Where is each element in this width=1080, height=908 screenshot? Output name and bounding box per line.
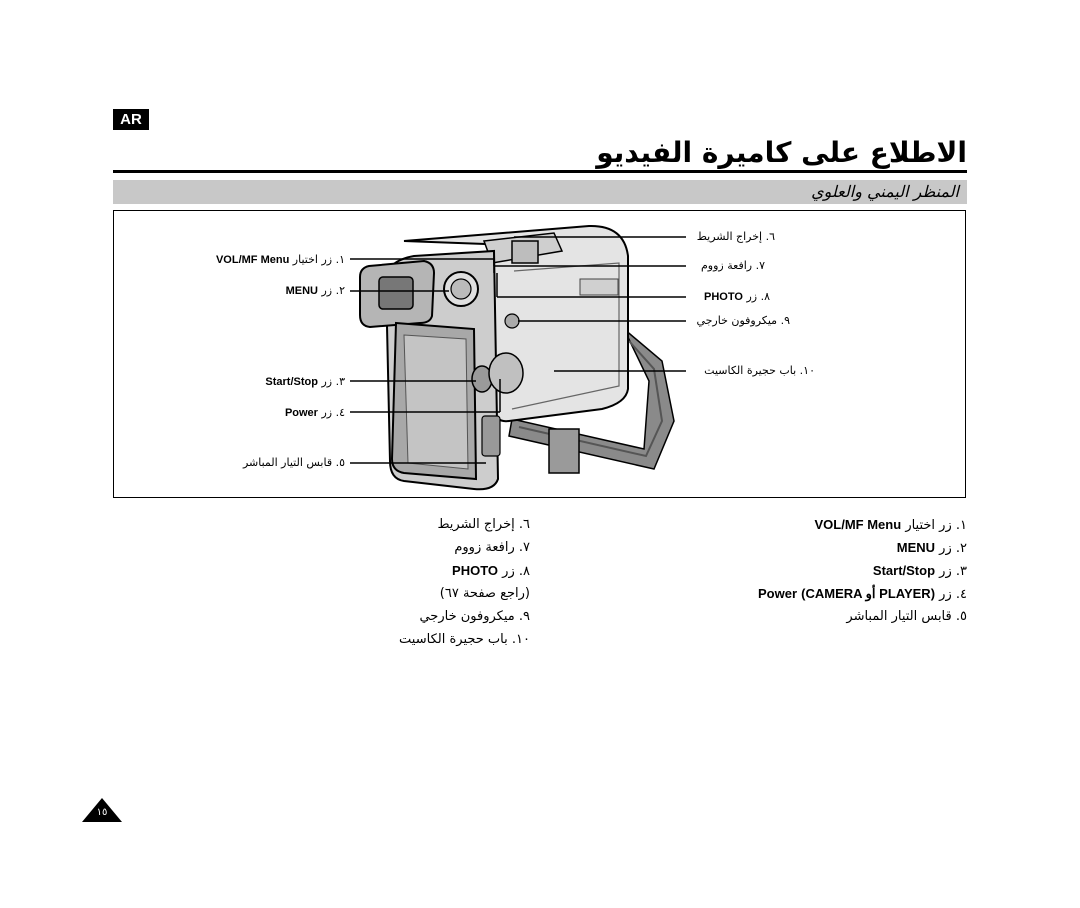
list-item: ٢. زر MENU <box>896 540 967 556</box>
page-number-triangle <box>82 798 122 822</box>
list-item: ٣. زر Start/Stop <box>872 563 967 579</box>
label-number: ١٠. <box>799 364 815 377</box>
label-english: Power <box>284 407 318 419</box>
label-text: قابس التيار المباشر <box>242 456 333 469</box>
title-rule <box>113 170 967 173</box>
figure-label-4: ٤. زر Power <box>285 406 345 419</box>
section-title: المنظر اليمني والعلوي <box>811 182 959 201</box>
list-item: ٨. زر PHOTO <box>452 563 530 579</box>
list-item: ٤. زر Power (CAMERA أو PLAYER) <box>757 586 967 602</box>
label-number: ٢. <box>335 284 345 297</box>
label-english: MENU <box>285 285 318 297</box>
list-item: ٧. رافعة زووم <box>454 540 530 555</box>
list-item: ٥. قابس التيار المباشر <box>846 609 967 624</box>
label-english: Start/Stop <box>265 376 318 388</box>
list-item: ١. زر اختيار VOL/MF Menu <box>814 517 968 533</box>
section-bar: المنظر اليمني والعلوي <box>113 180 967 204</box>
label-text: زر <box>746 290 758 303</box>
label-english: VOL/MF Menu <box>215 254 290 266</box>
figure-label-10: ١٠. باب حجيرة الكاسيت <box>704 364 815 377</box>
label-number: ٤. <box>335 406 345 419</box>
label-number: ٩. <box>780 314 790 327</box>
figure-label-2: ٢. زر MENU <box>286 284 345 297</box>
list-item: ٦. إخراج الشريط <box>437 517 530 532</box>
list-item-note: (راجع صفحة ٦٧) <box>439 586 530 601</box>
label-number: ٨. <box>760 290 770 303</box>
label-number: ٧. <box>755 259 765 272</box>
label-text: باب حجيرة الكاسيت <box>704 364 797 377</box>
language-badge: AR <box>113 109 149 130</box>
label-text: ميكروفون خارجي <box>696 314 778 327</box>
figure-label-9: ٩. ميكروفون خارجي <box>696 314 790 327</box>
figure-label-5: ٥. قابس التيار المباشر <box>243 456 345 469</box>
label-english: PHOTO <box>704 291 743 303</box>
label-text: زر <box>321 406 333 419</box>
label-text: زر <box>321 375 333 388</box>
list-item: ١٠. باب حجيرة الكاسيت <box>399 632 530 647</box>
page-number-text: ١٥ <box>96 807 108 818</box>
label-number: ٥. <box>335 456 345 469</box>
figure-label-1: ١. زر اختيار VOL/MF Menu <box>216 253 345 266</box>
parts-list-right: ١. زر اختيار VOL/MF Menu ٢. زر MENU ٣. ز… <box>637 513 967 628</box>
list-item: ٩. ميكروفون خارجي <box>419 609 530 624</box>
label-number: ٣. <box>335 375 345 388</box>
label-text: رافعة زووم <box>701 259 753 272</box>
label-number: ١. <box>335 253 345 266</box>
label-text: إخراج الشريط <box>696 230 763 243</box>
figure-label-7: ٧. رافعة زووم <box>701 259 765 272</box>
figure-label-3: ٣. زر Start/Stop <box>265 375 345 388</box>
label-text: زر اختيار <box>292 253 333 266</box>
camcorder-illustration <box>350 224 686 491</box>
parts-list-left: ٦. إخراج الشريط ٧. رافعة زووم ٨. زر PHOT… <box>300 513 530 651</box>
label-number: ٦. <box>765 230 775 243</box>
figure-label-6: ٦. إخراج الشريط <box>697 230 775 243</box>
camcorder-figure: ١. زر اختيار VOL/MF Menu ٢. زر MENU ٣. ز… <box>113 210 966 498</box>
label-text: زر <box>321 284 333 297</box>
figure-label-8: ٨. زر PHOTO <box>704 290 770 303</box>
page-number: ١٥ <box>81 797 123 823</box>
page-title: الاطلاع على كاميرة الفيديو <box>596 136 967 169</box>
